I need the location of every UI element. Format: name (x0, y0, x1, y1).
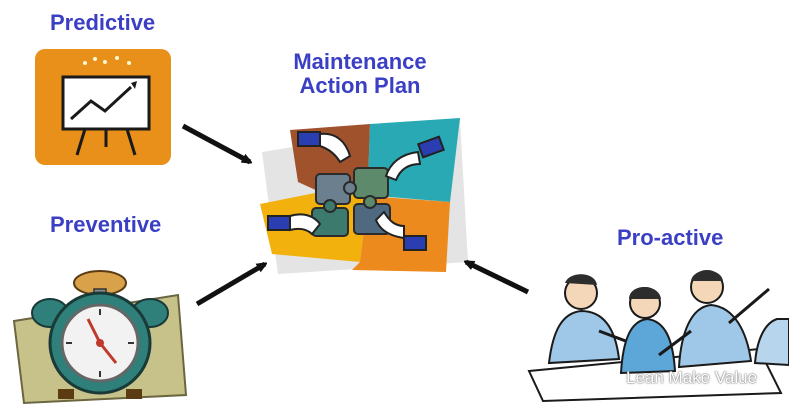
predictive-label: Predictive (50, 10, 156, 35)
arrow-proactive (466, 259, 530, 295)
rising-chart-board-icon (35, 49, 171, 165)
watermark: Lean Make Value (598, 368, 757, 388)
team-meeting-icon (527, 270, 789, 403)
center-label-line1: Maintenance (293, 49, 427, 74)
alarm-clock-icon (12, 270, 188, 405)
arrow-predictive (181, 123, 250, 165)
preventive-label: Preventive (50, 212, 162, 237)
center-label-line2: Action Plan (299, 73, 421, 99)
puzzle-hands-icon (260, 118, 468, 274)
watermark-text: Lean Make Value (626, 368, 758, 387)
arrow-preventive (195, 261, 265, 307)
proactive-label: Pro-active (617, 225, 724, 250)
wechat-icon (598, 369, 620, 386)
maintenance-action-plan-label: Maintenance Action Plan (284, 49, 436, 99)
